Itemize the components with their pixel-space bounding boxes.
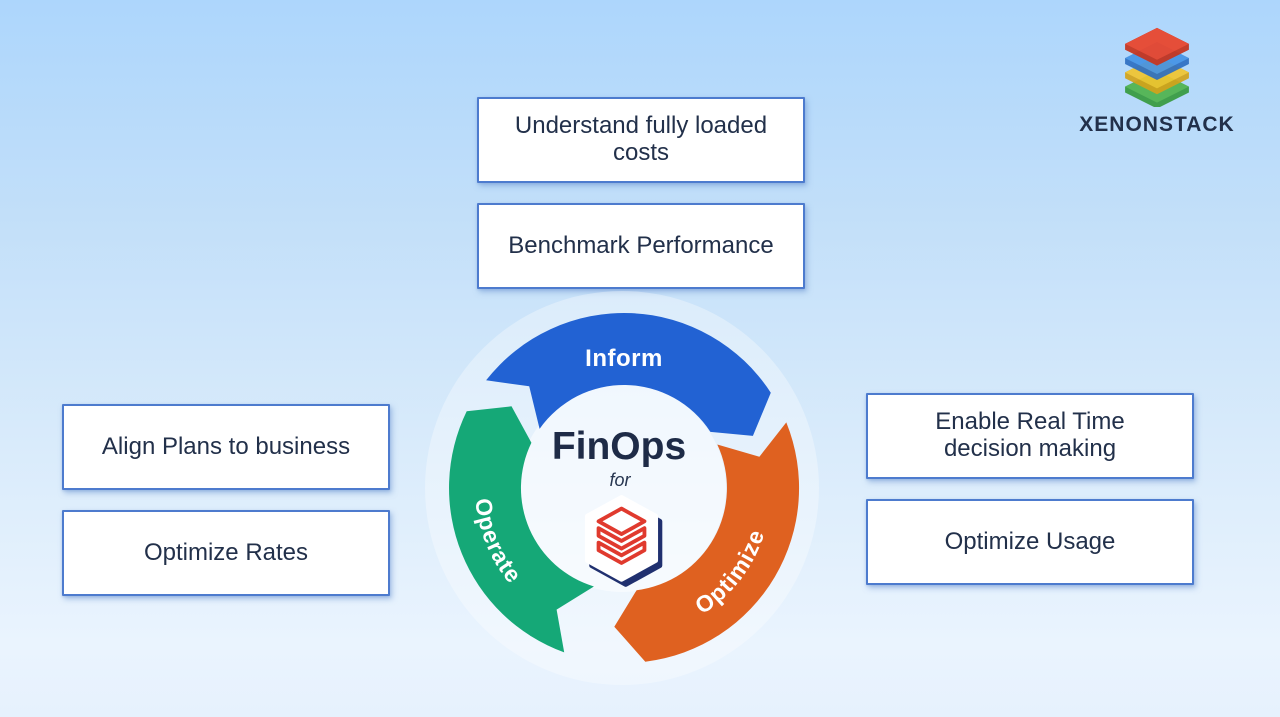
card-optimize-usage: Optimize Usage	[866, 499, 1194, 585]
red-layer	[1125, 27, 1189, 66]
stacked-layers-icon	[1125, 27, 1189, 107]
center-subtitle: for	[609, 470, 631, 490]
card-benchmark-performance: Benchmark Performance	[477, 203, 805, 289]
card-align-plans: Align Plans to business	[62, 404, 390, 490]
optimize-arc	[614, 422, 800, 662]
card-label: Optimize Rates	[143, 538, 309, 566]
operate-arc	[449, 406, 594, 653]
card-understand-costs: Understand fully loaded costs	[477, 97, 805, 183]
xenonstack-logo: XENONSTACK	[1076, 26, 1238, 137]
card-real-time-decisions: Enable Real Time decision making	[866, 393, 1194, 479]
finops-cycle-diagram: Inform Operate Optimize FinOps for	[425, 291, 819, 685]
brand-name: XENONSTACK	[1079, 113, 1235, 136]
card-label: Align Plans to business	[101, 432, 351, 460]
card-optimize-rates: Optimize Rates	[62, 510, 390, 596]
inform-arc	[486, 313, 771, 436]
databricks-icon-bricks	[596, 506, 647, 565]
card-label: Enable Real Time decision making	[935, 408, 1125, 462]
card-label: Understand fully loaded costs	[514, 112, 768, 166]
ring-center-disc	[518, 384, 726, 592]
card-label: Optimize Usage	[944, 527, 1116, 555]
card-label: Benchmark Performance	[508, 231, 774, 259]
center-title: FinOps	[552, 425, 686, 468]
inform-label: Inform	[585, 345, 663, 372]
databricks-icon	[584, 495, 663, 587]
